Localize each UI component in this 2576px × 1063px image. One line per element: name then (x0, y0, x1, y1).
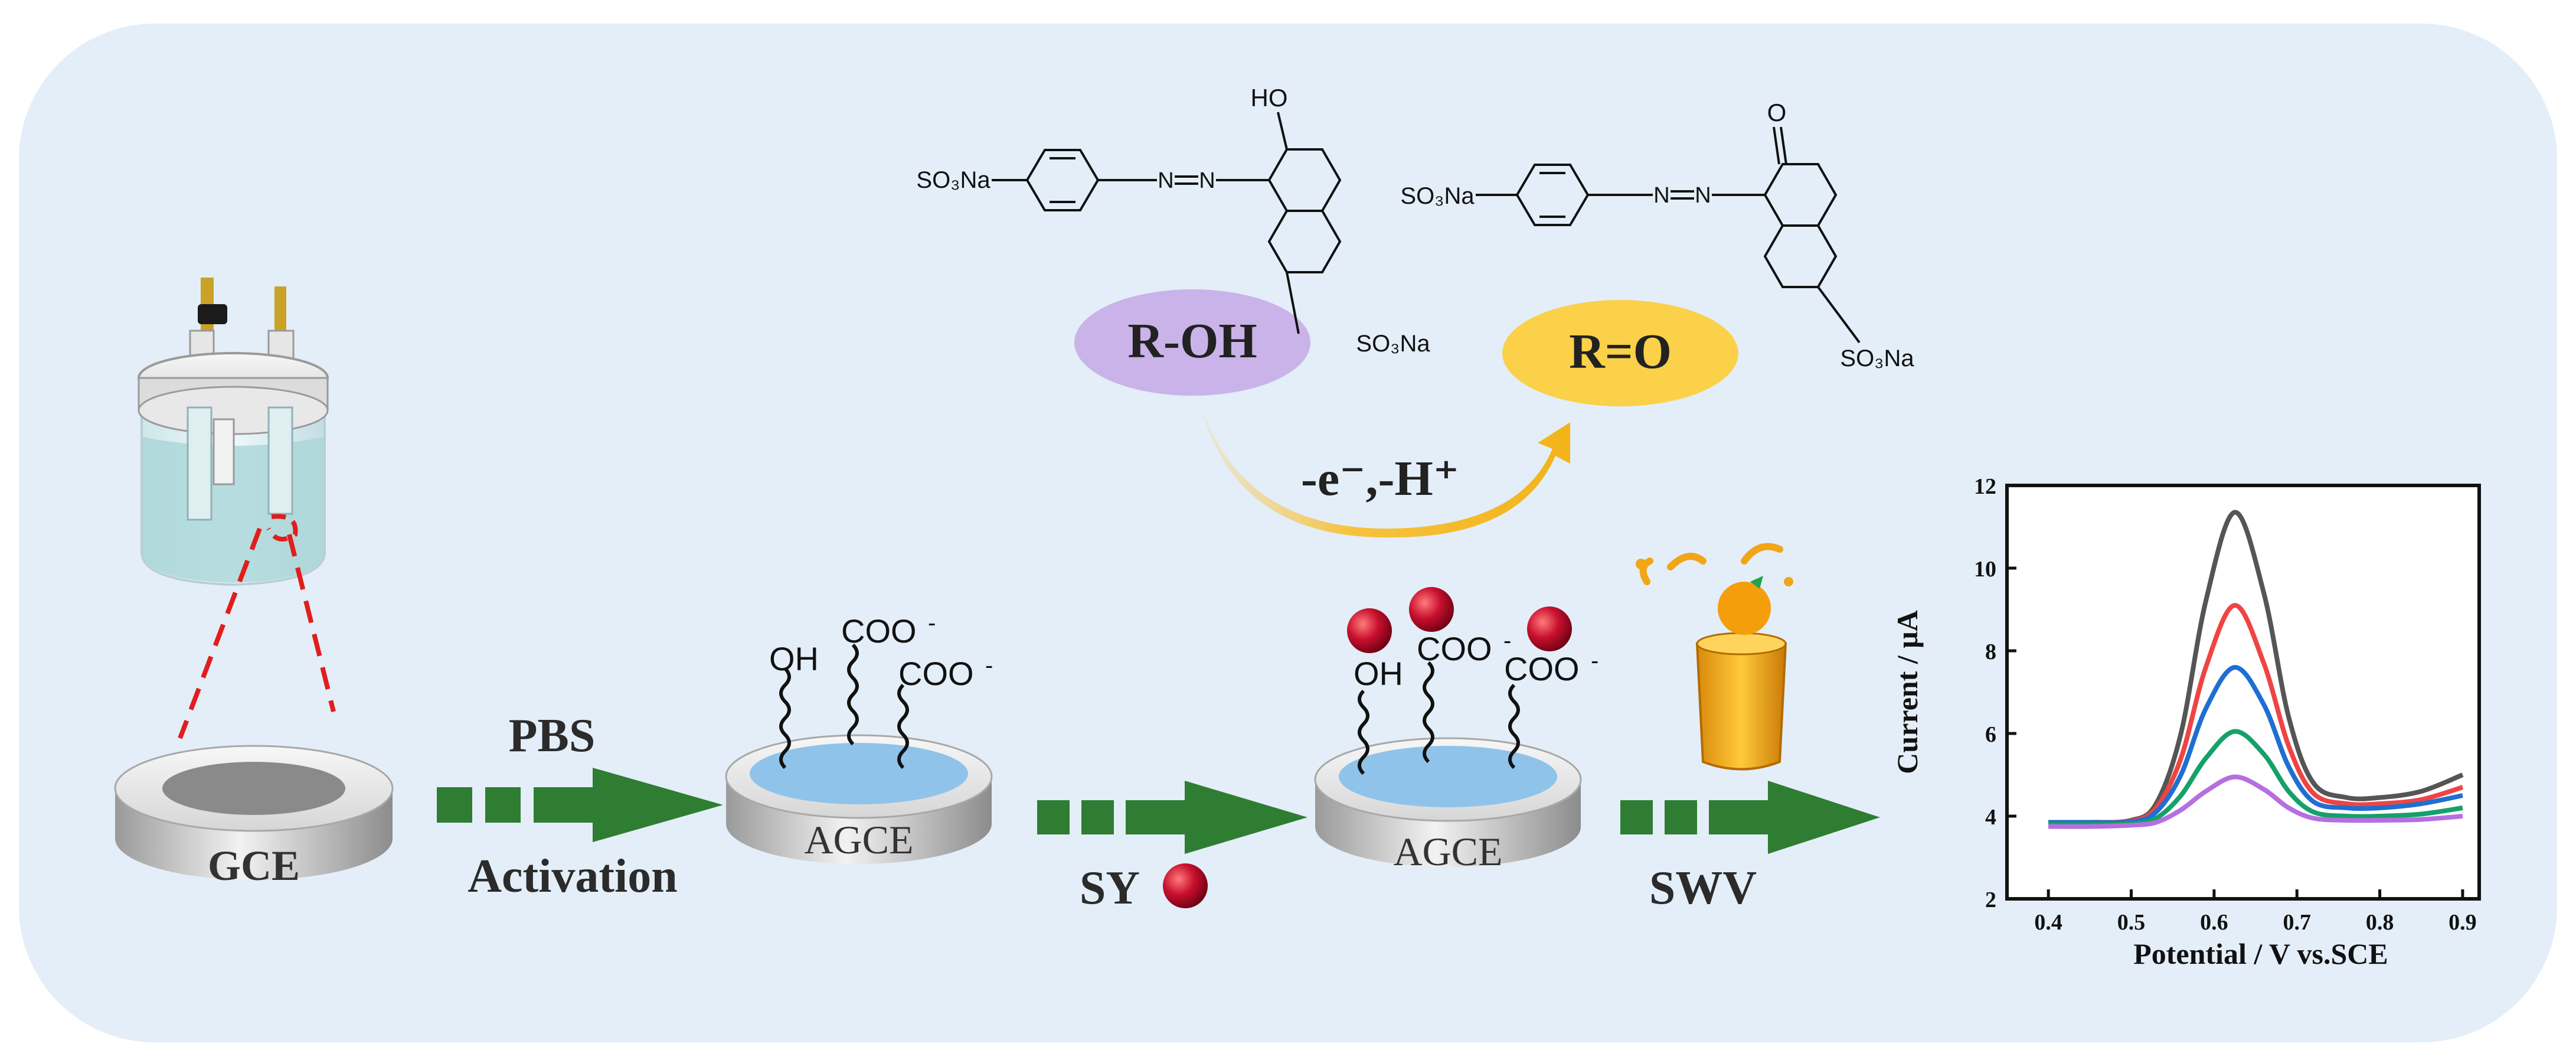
azo-nitrogen-label: N (1653, 183, 1669, 208)
x-tick-label: 0.4 (2034, 910, 2062, 935)
carboxyl-group-label: COO (1417, 630, 1492, 667)
chart-x-axis-label: Potential / V vs.SCE (2133, 937, 2388, 970)
chart-y-axis-label: Current / μA (1891, 610, 1924, 774)
hydroxyl-label: HO (1251, 84, 1288, 112)
reactant-label: R-OH (1127, 314, 1257, 369)
functional-chains (1358, 661, 1520, 775)
y-tick-label: 8 (1985, 640, 1996, 664)
agce-electrode-icon (725, 734, 993, 864)
reaction-condition-label: -e⁻,-H⁺ (1301, 451, 1459, 506)
process-arrow-2 (1037, 781, 1307, 854)
x-tick-label: 0.8 (2366, 910, 2394, 935)
charge-label: - (1503, 628, 1511, 654)
hydroxyl-group-label: OH (769, 640, 819, 677)
carboxyl-group-label: COO (1504, 650, 1580, 687)
agce-label: AGCE (1393, 829, 1502, 874)
charge-label: - (928, 610, 936, 636)
carbonyl-label: O (1767, 99, 1787, 126)
azo-dye-structure-right (1476, 126, 1861, 344)
zoom-indicator (266, 514, 298, 542)
process-arrow-3 (1620, 781, 1880, 854)
sy-molecule-icon (1347, 608, 1392, 653)
functional-chains (779, 643, 909, 769)
swv-label: SWV (1649, 862, 1757, 914)
x-tick-label: 0.5 (2117, 910, 2146, 935)
gce-label: GCE (208, 842, 300, 889)
process-arrow-1 (437, 768, 723, 842)
y-tick-label: 12 (1974, 474, 1996, 499)
chart-series (2048, 510, 2464, 829)
pbs-label: PBS (509, 710, 596, 762)
zoom-line-right (287, 534, 336, 712)
swv-chart: 0.4 0.5 0.6 0.7 0.8 0.9 2 4 6 8 10 12 Potential / V… (1891, 474, 2481, 970)
x-tick-label: 0.6 (2200, 910, 2228, 935)
product-label: R=O (1569, 324, 1672, 379)
azo-nitrogen-label: N (1199, 168, 1215, 193)
sy-label: SY (1080, 862, 1140, 914)
product-bubble (1502, 300, 1738, 406)
agce-label: AGCE (804, 817, 913, 862)
y-tick-label: 4 (1985, 805, 1996, 830)
orange-juice-icon (1636, 543, 1793, 771)
sy-molecule-icon (1163, 863, 1208, 908)
carboxyl-group-label: COO (898, 655, 974, 692)
swv-curve-5 (2048, 774, 2463, 829)
sulfonate-label: SO₃Na (916, 167, 990, 193)
y-tick-label: 2 (1985, 888, 1996, 912)
gce-electrode-icon (114, 745, 394, 880)
sy-molecule-icon (1527, 607, 1572, 651)
x-tick-label: 0.9 (2448, 910, 2477, 935)
charge-label: - (1591, 648, 1598, 674)
chart-plot-area (2005, 484, 2481, 901)
azo-nitrogen-label: N (1695, 183, 1711, 208)
y-tick-label: 6 (1985, 722, 1996, 747)
sulfonate-label: SO₃Na (1400, 183, 1475, 209)
sulfonate-label: SO₃Na (1840, 345, 1914, 371)
chart-ticks: 0.4 0.5 0.6 0.7 0.8 0.9 2 4 6 8 10 12 (1974, 474, 2477, 935)
x-tick-label: 0.7 (2283, 910, 2311, 935)
sy-molecule-icon (1409, 587, 1454, 632)
zoom-line-left (178, 527, 262, 739)
y-tick-label: 10 (1974, 557, 1996, 582)
hydroxyl-group-label: OH (1354, 655, 1403, 692)
electrochemical-cell-icon (138, 278, 329, 586)
azo-dye-structure-left (992, 112, 1342, 273)
activation-label: Activation (468, 850, 678, 902)
reactant-bubble (1074, 289, 1310, 396)
carboxyl-group-label: COO (841, 612, 917, 650)
azo-nitrogen-label: N (1158, 168, 1173, 193)
agce-electrode-icon (1314, 737, 1582, 867)
charge-label: - (985, 653, 993, 679)
sulfonate-label: SO₃Na (1356, 331, 1430, 357)
